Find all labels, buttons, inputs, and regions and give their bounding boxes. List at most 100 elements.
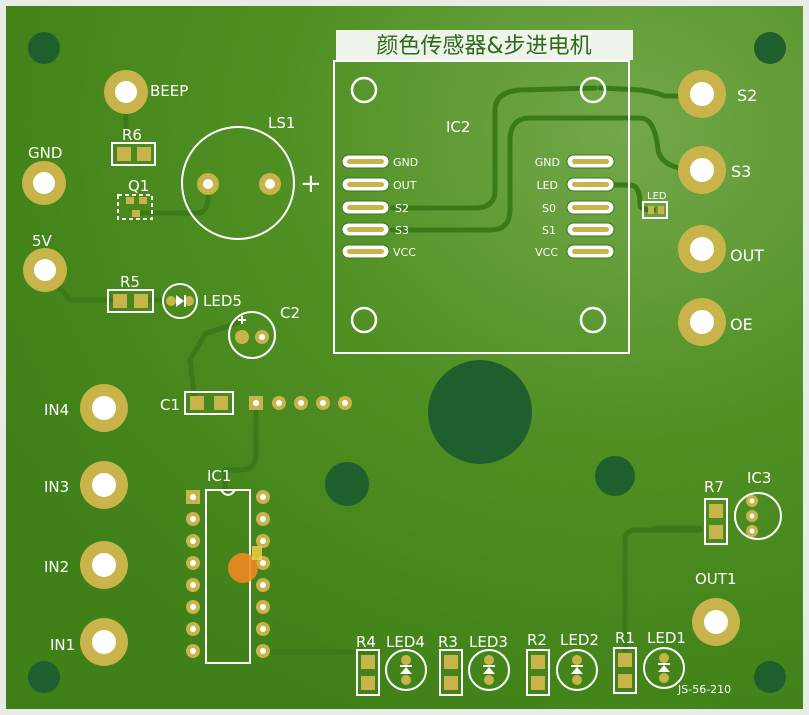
led-pad bbox=[484, 655, 494, 665]
ic2-left-pin-label: VCC bbox=[393, 246, 416, 259]
silkscreen bbox=[107, 60, 782, 696]
header-pins bbox=[249, 396, 352, 410]
title-banner bbox=[336, 30, 633, 60]
ic3-pads bbox=[746, 495, 758, 537]
led-pad bbox=[572, 675, 582, 685]
ic2-right-pin-label: S0 bbox=[542, 202, 556, 215]
label-led5: LED5 bbox=[203, 292, 242, 310]
label-led-small: LED bbox=[647, 191, 667, 202]
ic1-pin-hole bbox=[190, 560, 196, 566]
label-r5: R5 bbox=[120, 273, 140, 291]
ic1-pin-hole bbox=[260, 560, 266, 566]
label-out: OUT bbox=[730, 246, 764, 265]
label-oe: OE bbox=[730, 315, 753, 334]
ic1-pin-hole bbox=[190, 648, 196, 654]
r4-outline bbox=[356, 649, 380, 696]
led2-outline bbox=[556, 649, 598, 691]
orange-marker-tab bbox=[252, 546, 262, 560]
ic2-right-pin-label: LED bbox=[536, 179, 558, 192]
ic1-pin-hole bbox=[190, 538, 196, 544]
ic2-right-pin-label: VCC bbox=[535, 246, 558, 259]
led1-outline bbox=[643, 647, 685, 689]
label-ic3: IC3 bbox=[747, 469, 771, 487]
label-in4: IN4 bbox=[44, 401, 69, 419]
ic1-pin-hole bbox=[190, 582, 196, 588]
mount-hole-bl bbox=[28, 661, 60, 693]
label-led4: LED4 bbox=[386, 633, 425, 651]
label-r7: R7 bbox=[704, 478, 724, 496]
label-led3: LED3 bbox=[469, 633, 508, 651]
board-background bbox=[6, 6, 803, 709]
terminal-pads bbox=[22, 70, 740, 666]
ic1-pin-hole bbox=[260, 648, 266, 654]
label-r1: R1 bbox=[615, 629, 635, 647]
ic1-pin-hole bbox=[260, 626, 266, 632]
ic2-right-pin-label: S1 bbox=[542, 224, 556, 237]
ic1-pin-hole bbox=[190, 494, 196, 500]
label-r2: R2 bbox=[527, 631, 547, 649]
ic2-pads bbox=[341, 154, 615, 259]
ic2-left-pin-label: GND bbox=[393, 156, 418, 169]
label-led2: LED2 bbox=[560, 631, 599, 649]
label-c1: C1 bbox=[160, 396, 180, 414]
label-r4: R4 bbox=[356, 633, 376, 651]
mount-hole-tl bbox=[28, 32, 60, 64]
r6-outline bbox=[111, 142, 156, 166]
label-plus: + bbox=[300, 169, 322, 199]
c2-outline bbox=[228, 311, 276, 359]
led-diode-symbol bbox=[400, 667, 412, 674]
ic1-pin-hole bbox=[190, 604, 196, 610]
label-5v: 5V bbox=[32, 232, 53, 250]
ic2-left-pin-label: OUT bbox=[393, 179, 417, 192]
label-ic1: IC1 bbox=[207, 467, 231, 485]
led5-symbol bbox=[166, 295, 194, 307]
r2-outline bbox=[526, 649, 550, 696]
label-led1: LED1 bbox=[647, 629, 686, 647]
label-c2: C2 bbox=[280, 304, 300, 322]
mount-hole-left bbox=[325, 462, 369, 506]
led4-outline bbox=[385, 649, 427, 691]
label-in1: IN1 bbox=[50, 636, 75, 654]
ic2-outline bbox=[333, 60, 630, 354]
label-out1: OUT1 bbox=[695, 570, 737, 588]
led-pad bbox=[401, 675, 411, 685]
label-in2: IN2 bbox=[44, 558, 69, 576]
label-gnd: GND bbox=[28, 144, 62, 162]
orange-marker bbox=[228, 553, 258, 583]
board-code: JS-56-210 bbox=[677, 683, 731, 696]
label-in3: IN3 bbox=[44, 478, 69, 496]
mount-hole-tr bbox=[754, 32, 786, 64]
c1-outline bbox=[184, 391, 234, 415]
led-diode-symbol bbox=[483, 667, 495, 674]
led5-outline bbox=[162, 283, 198, 319]
label-ls1: LS1 bbox=[268, 114, 295, 132]
labels: BEEP R6 LS1 + GND Q1 5V R5 LED5 C2 C1 IC… bbox=[28, 82, 771, 696]
ic2-holes bbox=[350, 76, 607, 334]
led-pads bbox=[400, 653, 670, 685]
ls1-pads bbox=[197, 173, 281, 195]
smd-pads bbox=[113, 147, 723, 690]
ic2-left-pin-label: S3 bbox=[395, 224, 409, 237]
ic2-left-pin-label: S2 bbox=[395, 202, 409, 215]
ls1-outline bbox=[181, 126, 295, 240]
led-diode-symbol bbox=[571, 667, 583, 674]
ic1-pin-hole bbox=[260, 538, 266, 544]
r5-outline bbox=[107, 289, 154, 313]
ic1-pin-hole bbox=[190, 626, 196, 632]
led-pad bbox=[484, 675, 494, 685]
ic3-outline bbox=[734, 492, 782, 540]
label-ic2: IC2 bbox=[446, 118, 470, 136]
label-s2: S2 bbox=[737, 86, 757, 105]
label-beep: BEEP bbox=[150, 82, 188, 100]
led-small-outline bbox=[642, 201, 668, 219]
label-s3: S3 bbox=[731, 162, 751, 181]
led3-outline bbox=[468, 649, 510, 691]
mount-hole-right bbox=[595, 456, 635, 496]
r1-outline bbox=[613, 647, 637, 694]
led-pad bbox=[401, 655, 411, 665]
label-r6: R6 bbox=[122, 126, 142, 144]
mount-hole-center bbox=[428, 360, 532, 464]
ic1-pin-hole bbox=[260, 494, 266, 500]
